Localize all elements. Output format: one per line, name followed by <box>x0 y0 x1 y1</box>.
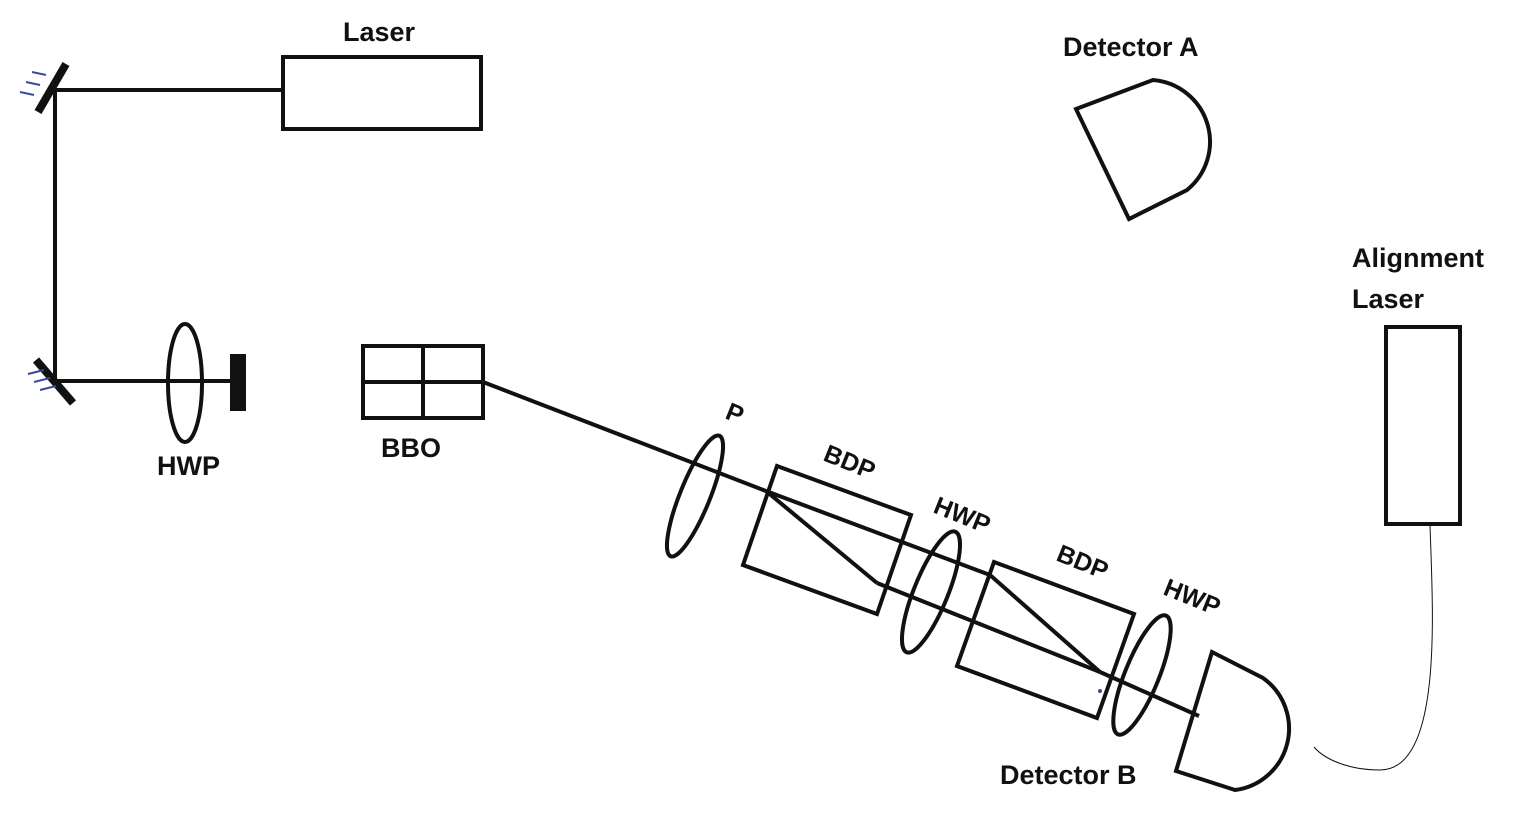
beam-bbo-to-bdp1 <box>482 380 767 493</box>
hwp-3-waveplate <box>1111 613 1173 737</box>
beam-bdp1-displaced <box>764 489 879 585</box>
bdp-2 <box>954 559 1137 721</box>
detector-a <box>1073 77 1212 222</box>
bbo-label: BBO <box>381 433 441 463</box>
polarizer-label: P <box>722 398 748 430</box>
mirror-bottom <box>27 357 77 406</box>
hwp-2-waveplate <box>899 529 963 655</box>
bdp-1-label: BDP <box>820 440 879 486</box>
hwp-3-label: HWP <box>1160 574 1225 622</box>
hwp-2-label: HWP <box>930 492 995 540</box>
beam-bdp1-to-bdp2-lower <box>876 581 1101 674</box>
beam-block <box>230 354 246 411</box>
alignment-laser <box>1384 325 1462 526</box>
detector-b-label: Detector B <box>1000 760 1137 790</box>
beam-bdp1-straight <box>765 489 991 577</box>
polarizer <box>664 433 726 559</box>
bdp-2-label: BDP <box>1053 540 1112 586</box>
beam-bdp2-recombine <box>988 573 1102 674</box>
laser <box>281 55 483 131</box>
mirror-bottom-surface <box>32 357 77 406</box>
alignment-fiber <box>1313 523 1433 771</box>
bdp-1 <box>740 463 914 617</box>
mirror-top-surface <box>34 61 70 115</box>
detector-b <box>1173 649 1292 793</box>
hwp-1-label: HWP <box>157 451 220 481</box>
beam-marker-dot <box>1098 689 1102 693</box>
laser-label: Laser <box>343 17 416 47</box>
alignment-laser-label-line1: Alignment <box>1352 243 1484 273</box>
hwp-1-waveplate <box>166 322 204 444</box>
laser-body <box>281 55 483 131</box>
mirror-top <box>19 61 70 115</box>
detector-a-label: Detector A <box>1063 32 1199 62</box>
beam-to-detector-b <box>1099 670 1200 718</box>
bbo-crystal <box>361 344 485 420</box>
alignment-laser-label-line2: Laser <box>1352 284 1425 314</box>
